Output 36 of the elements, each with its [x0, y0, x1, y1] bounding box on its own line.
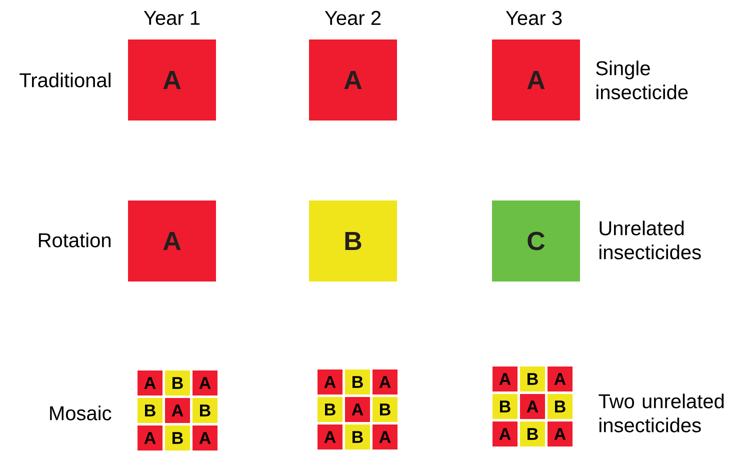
insecticide-square: B [309, 200, 397, 282]
insecticide-square: A [128, 200, 216, 282]
mosaic-cell: B [372, 397, 398, 422]
description: Unrelated insecticides [600, 220, 701, 260]
mosaic-cell: A [345, 397, 370, 422]
insecticide-square: A [128, 40, 216, 120]
mosaic-cell: A [192, 426, 218, 450]
insecticide-square: A [492, 40, 580, 120]
mosaic-cell: A [318, 424, 342, 450]
mosaic-cell: A [318, 370, 342, 394]
mosaic-cell: A [165, 398, 190, 423]
mosaic-cell: A [372, 370, 398, 394]
mosaic-cell: B [318, 397, 342, 422]
mosaic-cell: B [192, 398, 218, 423]
insecticide-square: C [492, 200, 580, 282]
mosaic-cell: A [520, 394, 545, 419]
mosaic-cell: A [138, 426, 162, 450]
mosaic-cell: B [520, 422, 545, 446]
mosaic-cell: B [345, 370, 370, 394]
insecticide-square: A [309, 40, 397, 120]
mosaic-cell: A [548, 366, 572, 392]
row-label: Mosaic [50, 406, 112, 420]
mosaic-cell: B [520, 366, 545, 392]
mosaic-cell: B [165, 370, 190, 396]
mosaic-cell: A [548, 422, 572, 446]
mosaic-cell: B [165, 426, 190, 450]
mosaic-cell: A [492, 366, 518, 392]
mosaic-cell: B [345, 424, 370, 450]
mosaic-cell: A [372, 424, 398, 450]
mosaic-cell: B [548, 394, 572, 419]
mosaic-cell: A [138, 370, 162, 396]
mosaic-cell: A [492, 422, 518, 446]
mosaic-cell: A [192, 370, 218, 396]
mosaic-cell: B [492, 394, 518, 419]
description: Two unrelated insecticides [598, 394, 724, 432]
mosaic-cell: B [138, 398, 162, 423]
